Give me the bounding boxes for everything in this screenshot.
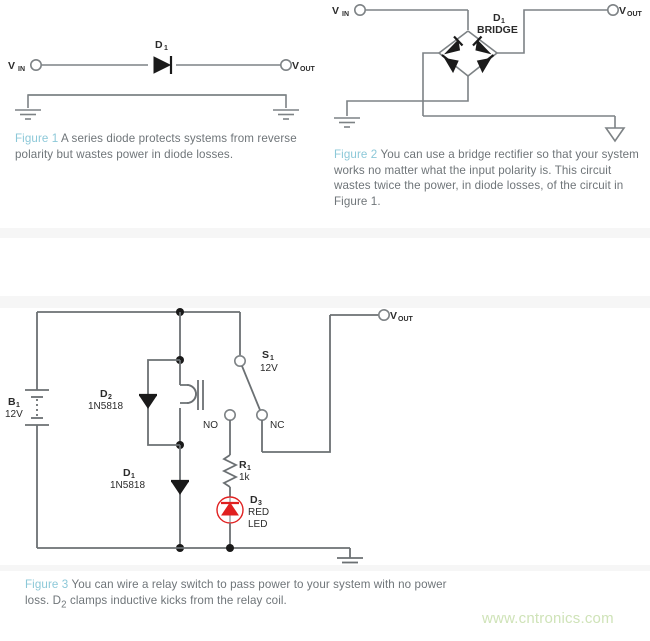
s1-label: S xyxy=(262,349,269,361)
d1-sublabel-figure3: 1 xyxy=(131,473,135,480)
bridge-diode-bottom-right xyxy=(476,54,495,74)
figure-3-caption-label: Figure 3 xyxy=(25,578,69,591)
figure-2-schematic: V IN V OUT D 1 BRIDGE xyxy=(332,4,643,143)
r1-value: 1k xyxy=(239,472,251,483)
d2-sublabel: 2 xyxy=(108,394,112,401)
d2-label: D xyxy=(100,388,108,400)
battery-b1 xyxy=(25,389,49,426)
d3-color: RED xyxy=(248,507,269,518)
bridge-diode-top-right xyxy=(472,35,492,55)
bridge-diode-bottom-left xyxy=(441,54,459,74)
figure-3-caption-text-2: clamps inductive kicks from the relay co… xyxy=(66,593,287,607)
junction-node-bottom-right xyxy=(226,544,234,552)
d3-sublabel: 3 xyxy=(258,500,262,507)
s1-sublabel: 1 xyxy=(270,355,274,362)
scan-band xyxy=(0,565,650,571)
scan-band xyxy=(0,228,650,238)
vout-label-figure1: V xyxy=(292,60,299,72)
resistor-r1 xyxy=(221,454,239,488)
no-label: NO xyxy=(203,420,218,431)
bridge-diode-top-left xyxy=(443,35,464,55)
figure-1: V IN V OUT D 1 xyxy=(0,0,325,130)
diode-d1-figure3 xyxy=(171,479,189,495)
vout-terminal-figure2 xyxy=(606,4,619,16)
vin-label-figure2: V xyxy=(332,5,339,17)
diode-d1-figure1 xyxy=(153,56,173,74)
figure-2-caption: Figure 2 You can use a bridge rectifier … xyxy=(334,147,639,209)
d1-sublabel-figure1: 1 xyxy=(164,45,168,52)
figure-3-caption-text-1: You can wire a relay switch to pass powe… xyxy=(25,578,447,607)
vout-sublabel-figure1: OUT xyxy=(300,66,316,73)
led-d3 xyxy=(216,496,244,524)
bridge-d1-label: D xyxy=(493,12,501,24)
figure-3-caption-subscript: 2 xyxy=(61,598,67,610)
figure-2-caption-text: You can use a bridge rectifier so that y… xyxy=(334,148,639,208)
bridge-rectifier xyxy=(438,30,498,77)
bridge-label: BRIDGE xyxy=(477,24,518,36)
vin-label-figure1: V xyxy=(8,60,15,72)
relay-coil xyxy=(180,380,204,410)
d2-part: 1N5818 xyxy=(88,401,123,412)
figure-1-schematic: V IN V OUT D 1 xyxy=(8,39,316,120)
figure-3-schematic: V OUT B 1 12V xyxy=(5,308,414,564)
d1-part: 1N5818 xyxy=(110,480,145,491)
figure-2-caption-label: Figure 2 xyxy=(334,148,378,161)
vin-sublabel-figure2: IN xyxy=(342,11,349,18)
s1-common-terminal xyxy=(234,354,247,367)
diode-d2 xyxy=(139,393,157,409)
b1-label: B xyxy=(8,396,16,408)
ground-symbol-right-figure1 xyxy=(273,109,299,120)
figure-1-caption: Figure 1 A series diode protects systems… xyxy=(15,131,315,162)
ground-symbol-left-figure1 xyxy=(15,109,41,120)
vin-sublabel-figure1: IN xyxy=(18,66,25,73)
vin-terminal-figure2 xyxy=(353,4,366,16)
nc-label: NC xyxy=(270,420,284,431)
ground-symbol-figure3 xyxy=(337,557,363,564)
d1-label-figure1: D xyxy=(155,39,163,51)
vout-sublabel-figure2: OUT xyxy=(627,11,643,18)
s1-no-terminal xyxy=(224,409,237,422)
d1-label-figure3: D xyxy=(123,467,131,479)
vout-sublabel-figure3: OUT xyxy=(398,316,414,323)
r1-sublabel: 1 xyxy=(247,465,251,472)
vout-terminal-figure3 xyxy=(377,309,390,321)
figure-3: V OUT B 1 12V xyxy=(0,300,650,565)
d3-label: D xyxy=(250,494,258,506)
bridge-d1-sublabel: 1 xyxy=(501,18,505,25)
r1-label: R xyxy=(239,459,247,471)
b1-sublabel: 1 xyxy=(16,402,20,409)
s1-nc-terminal xyxy=(255,409,268,422)
vin-terminal-figure1 xyxy=(29,58,42,71)
d3-type: LED xyxy=(248,519,267,530)
ground-triangle-figure2 xyxy=(604,127,626,143)
s1-value: 12V xyxy=(260,363,278,374)
relay-switch-s1 xyxy=(224,354,268,455)
figure-3-caption: Figure 3 You can wire a relay switch to … xyxy=(25,577,455,612)
figure-2: V IN V OUT D 1 BRIDGE xyxy=(325,0,650,145)
scan-band xyxy=(0,296,650,308)
vout-terminal-figure1 xyxy=(279,58,292,71)
b1-value: 12V xyxy=(5,409,23,420)
ground-symbol-figure2 xyxy=(334,117,360,128)
figure-1-caption-label: Figure 1 xyxy=(15,132,59,145)
site-watermark: www.cntronics.com xyxy=(482,610,614,627)
figure-1-caption-text: A series diode protects systems from rev… xyxy=(15,132,297,161)
vout-label-figure2: V xyxy=(619,5,626,17)
vout-label-figure3: V xyxy=(390,310,397,322)
